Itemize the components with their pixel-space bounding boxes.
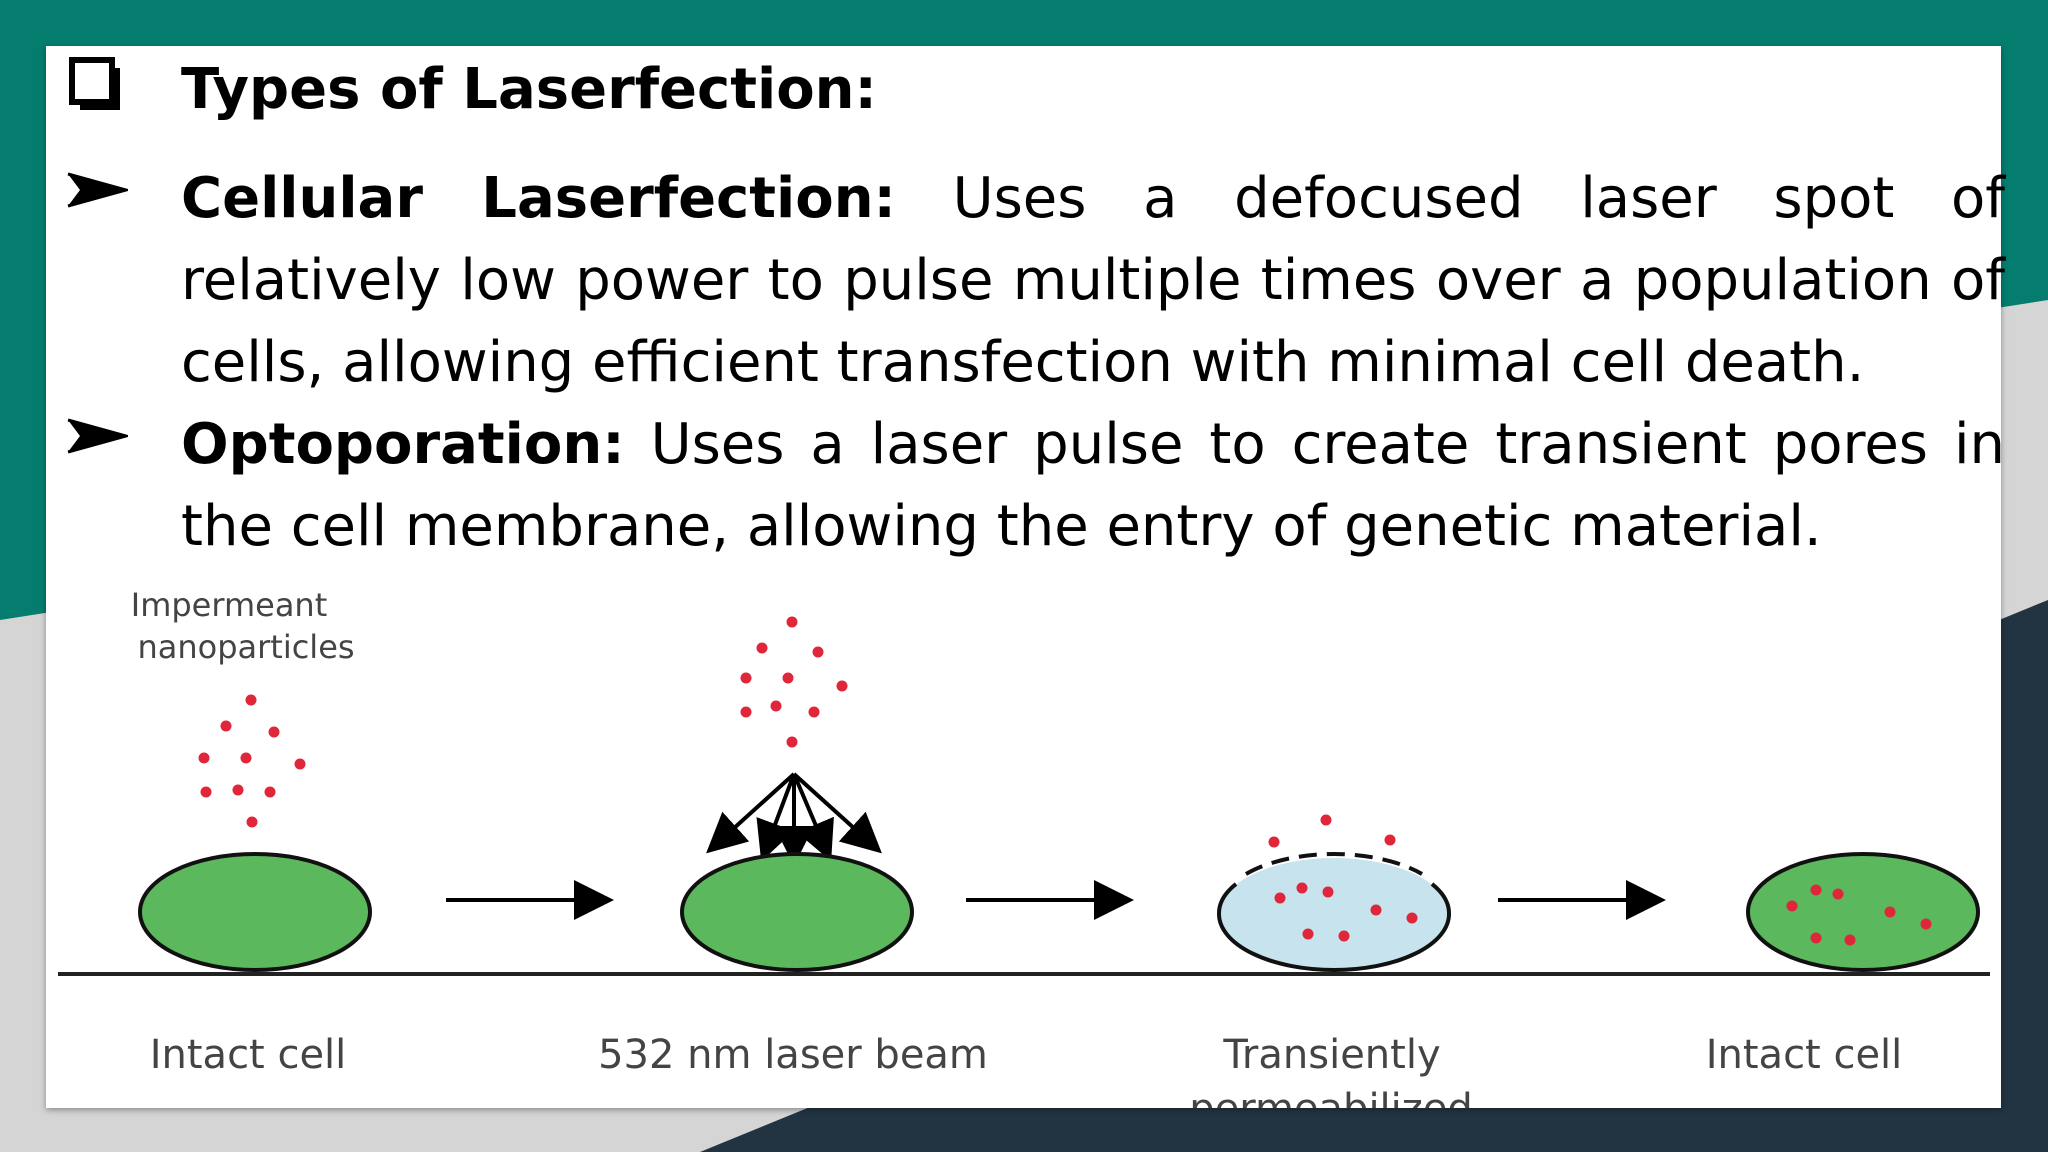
intact-cell-2 — [1746, 852, 1980, 972]
bullet-term: Cellular Laserfection: — [181, 166, 896, 231]
nanoparticle-dot — [1274, 892, 1286, 904]
nanoparticles-label-line2: nanoparticles — [137, 628, 354, 666]
nanoparticle-dot — [1370, 904, 1382, 916]
nanoparticles-cluster — [1786, 884, 1932, 946]
stage-label-transiently: Transiently — [1222, 1032, 1440, 1078]
nanoparticle-dot — [245, 694, 257, 706]
bullet-term: Optoporation: — [181, 412, 625, 477]
bullet-text: Uses a defocused laser spot of relativel… — [181, 166, 2005, 395]
bullet-optoporation: Optoporation: Uses a laser pulse to crea… — [181, 404, 2005, 568]
checkbox-bullet-icon — [69, 57, 120, 110]
nanoparticle-dot — [1810, 884, 1822, 896]
nanoparticle-dot — [786, 616, 798, 628]
nanoparticle-dot — [812, 646, 824, 658]
slide-card: Types of Laserfection: Cellular Laserfec… — [46, 46, 2005, 1108]
nanoparticle-dot — [756, 642, 768, 654]
nanoparticle-dot — [808, 706, 820, 718]
nanoparticle-dot — [220, 720, 232, 732]
stage-label-intact-cell-final: Intact cell — [1706, 1032, 1903, 1078]
nanoparticle-dot — [1920, 918, 1932, 930]
nanoparticle-dot — [770, 700, 782, 712]
nanoparticle-dot — [1786, 900, 1798, 912]
nanoparticle-dot — [268, 726, 280, 738]
nanoparticle-dot — [264, 786, 276, 798]
optoporation-diagram: Impermeant nanoparticles — [58, 586, 1990, 1108]
stage-label-intact-cell: Intact cell — [150, 1032, 347, 1078]
arrow-bullet-icon — [67, 418, 128, 454]
nanoparticle-dot — [1384, 834, 1396, 846]
nanoparticle-dot — [1406, 912, 1418, 924]
nanoparticles-cluster — [740, 616, 848, 748]
nanoparticle-dot — [782, 672, 794, 684]
nanoparticle-dot — [1810, 932, 1822, 944]
arrow-bullet-icon — [67, 172, 128, 208]
nanoparticle-dot — [836, 680, 848, 692]
nanoparticle-dot — [740, 672, 752, 684]
nanoparticle-dot — [1296, 882, 1308, 894]
stage-label-laser-beam: 532 nm laser beam — [598, 1032, 988, 1078]
nanoparticles-cluster — [1268, 814, 1418, 942]
nanoparticles-label-line1: Impermeant — [131, 586, 328, 624]
nanoparticle-dot — [786, 736, 798, 748]
nanoparticle-dot — [1844, 934, 1856, 946]
illuminated-cell — [680, 852, 914, 972]
slide-heading: Types of Laserfection: — [181, 57, 877, 122]
nanoparticle-dot — [1338, 930, 1350, 942]
nanoparticle-dot — [294, 758, 306, 770]
nanoparticle-dot — [1268, 836, 1280, 848]
nanoparticle-dot — [232, 784, 244, 796]
permeabilized-cell — [1216, 852, 1452, 972]
nanoparticle-dot — [1320, 814, 1332, 826]
nanoparticle-dot — [1302, 928, 1314, 940]
nanoparticle-dot — [198, 752, 210, 764]
laser-beam-arrows — [706, 772, 882, 866]
bullet-text: Uses a laser pulse to create transient p… — [181, 412, 2005, 559]
intact-cell-1 — [138, 852, 372, 972]
nanoparticle-dot — [1884, 906, 1896, 918]
nanoparticle-dot — [740, 706, 752, 718]
nanoparticle-dot — [246, 816, 258, 828]
nanoparticle-dot — [1322, 886, 1334, 898]
nanoparticle-dot — [1832, 888, 1844, 900]
nanoparticles-cluster — [198, 694, 306, 828]
nanoparticle-dot — [200, 786, 212, 798]
nanoparticle-dot — [240, 752, 252, 764]
stage-label-permeabilized: permeabilized — [1189, 1086, 1473, 1108]
bullet-cellular-laserfection: Cellular Laserfection: Uses a defocused … — [181, 158, 2005, 404]
